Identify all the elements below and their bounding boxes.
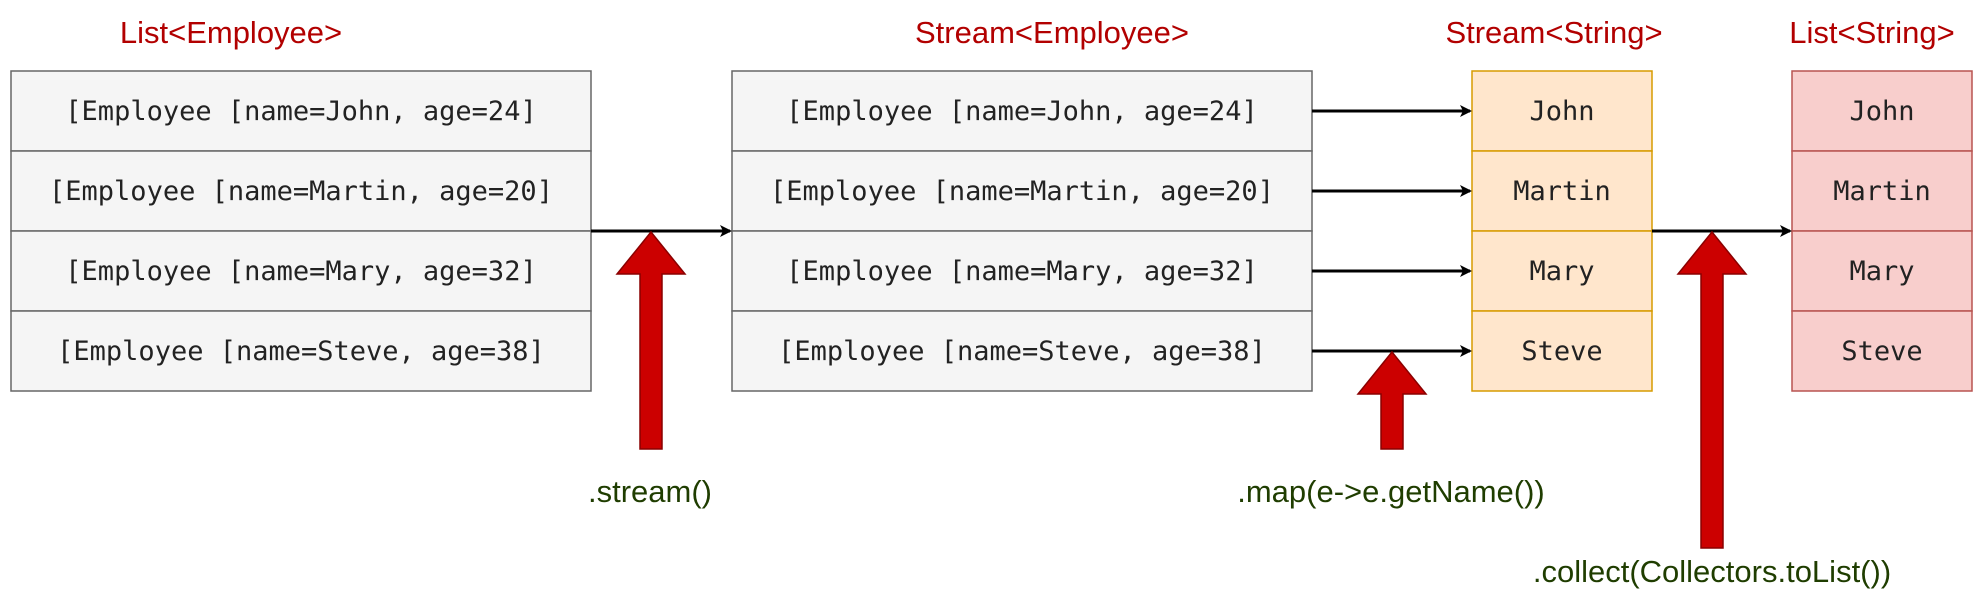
list-employee-text: [Employee [name=John, age=24] bbox=[65, 96, 536, 127]
stream-employee-text: [Employee [name=Mary, age=32] bbox=[786, 256, 1257, 287]
stream-string-cell bbox=[1471, 150, 1653, 232]
stream-operation-arrow bbox=[615, 230, 687, 450]
list-string-cell bbox=[1791, 70, 1973, 152]
collect-operation-arrow bbox=[1676, 230, 1748, 549]
heading-stream-string: Stream<String> bbox=[1445, 15, 1662, 50]
list-employee-text: [Employee [name=Steve, age=38] bbox=[57, 336, 545, 367]
list-employee-text: [Employee [name=Martin, age=20] bbox=[49, 176, 553, 207]
heading-list-employee: List<Employee> bbox=[120, 15, 342, 50]
collect-operation-label: .collect(Collectors.toList()) bbox=[1533, 554, 1891, 589]
stream-employee-text: [Employee [name=Steve, age=38] bbox=[778, 336, 1266, 367]
stream-string-cell bbox=[1471, 230, 1653, 312]
list-string-cell bbox=[1791, 310, 1973, 392]
stream-employee-text: [Employee [name=Martin, age=20] bbox=[770, 176, 1274, 207]
list-string-text: Steve bbox=[1841, 336, 1922, 367]
heading-stream-employee: Stream<Employee> bbox=[915, 15, 1189, 50]
map-operation-label: .map(e->e.getName()) bbox=[1237, 474, 1545, 509]
stream-string-text: John bbox=[1529, 96, 1594, 127]
map-operation-arrow bbox=[1356, 350, 1428, 450]
list-string-text: Mary bbox=[1849, 256, 1914, 287]
stream-string-text: Steve bbox=[1521, 336, 1602, 367]
list-employee-cell bbox=[10, 310, 592, 392]
list-string-text: John bbox=[1849, 96, 1914, 127]
list-employee-cell bbox=[10, 70, 592, 152]
operation-arrows bbox=[615, 230, 1748, 549]
stream-employee-cell bbox=[731, 310, 1313, 392]
stream-employee-text: [Employee [name=John, age=24] bbox=[786, 96, 1257, 127]
list-employee-text: [Employee [name=Mary, age=32] bbox=[65, 256, 536, 287]
stream-string-text: Martin bbox=[1513, 176, 1611, 207]
stream-string-cell bbox=[1471, 310, 1653, 392]
connector-arrows bbox=[591, 105, 1792, 357]
list-employee-cell bbox=[10, 230, 592, 312]
stream-employee-cell bbox=[731, 150, 1313, 232]
stream-string-text: Mary bbox=[1529, 256, 1594, 287]
heading-list-string: List<String> bbox=[1789, 15, 1954, 50]
stream-operation-label: .stream() bbox=[588, 474, 712, 509]
list-employee-cell bbox=[10, 150, 592, 232]
list-string-text: Martin bbox=[1833, 176, 1931, 207]
list-string-cell bbox=[1791, 230, 1973, 312]
list-string-cell bbox=[1791, 150, 1973, 232]
stream-employee-cell bbox=[731, 70, 1313, 152]
stream-employee-column: [Employee [name=John, age=24] [Employee [… bbox=[731, 70, 1313, 392]
list-employee-column: [Employee [name=John, age=24] [Employee [… bbox=[10, 70, 592, 392]
